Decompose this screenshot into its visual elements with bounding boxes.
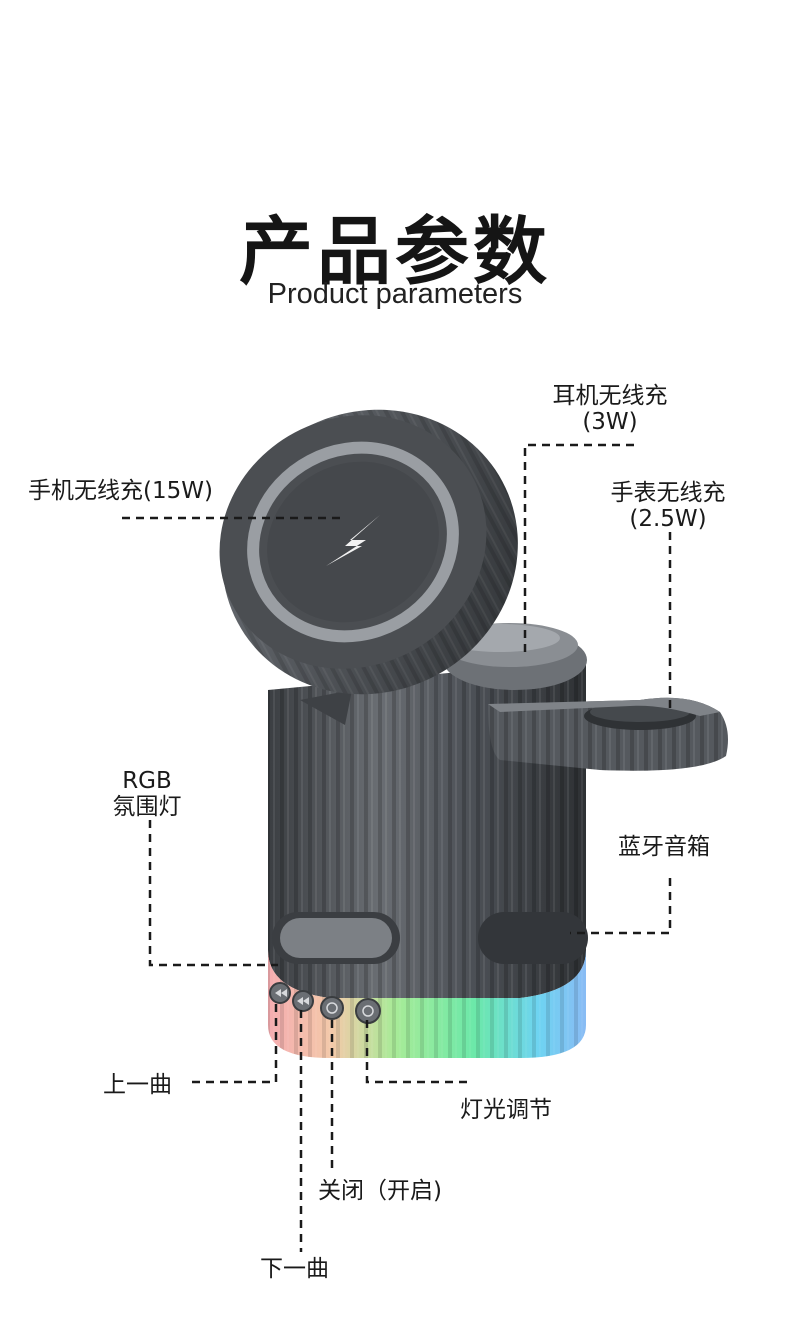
label-watch-charge-title: 手表无线充: [610, 480, 726, 506]
leader-speaker: [570, 878, 672, 935]
label-next-track: 下一曲: [260, 1256, 329, 1282]
label-power: 关闭（开启): [318, 1178, 442, 1204]
leader-light-adjust: [365, 1020, 472, 1084]
page-title: 产品参数: [239, 209, 551, 295]
rgb-light-ring: [268, 950, 586, 1058]
watch-charging-arm: [488, 697, 728, 771]
leader-lines: [122, 443, 672, 1252]
lightning-bolt-icon: [326, 515, 380, 566]
leader-earbuds-charge: [523, 443, 640, 652]
label-watch-charge-power: (2.5W): [629, 506, 707, 532]
phone-charging-pad: [219, 409, 518, 725]
light-adjust-button[interactable]: [355, 998, 381, 1024]
label-phone-charge: 手机无线充(15W): [28, 478, 213, 504]
power-button[interactable]: [320, 996, 344, 1020]
leader-prev-track: [192, 1000, 278, 1084]
label-speaker: 蓝牙音箱: [618, 834, 710, 860]
label-earbuds-charge-title: 耳机无线充: [552, 383, 668, 409]
label-prev-track: 上一曲: [103, 1072, 172, 1098]
label-rgb: RGB 氛围灯: [92, 768, 202, 820]
page-subtitle: Product parameters: [267, 278, 523, 310]
label-rgb-title: RGB: [122, 768, 172, 794]
label-earbuds-charge-power: (3W): [582, 409, 638, 435]
control-buttons: [269, 982, 381, 1024]
label-rgb-subtitle: 氛围灯: [112, 794, 182, 820]
label-earbuds-charge: 耳机无线充 (3W): [540, 383, 680, 435]
label-watch-charge: 手表无线充 (2.5W): [598, 480, 738, 532]
label-light-adjust: 灯光调节: [460, 1097, 552, 1123]
leader-rgb: [148, 820, 278, 967]
